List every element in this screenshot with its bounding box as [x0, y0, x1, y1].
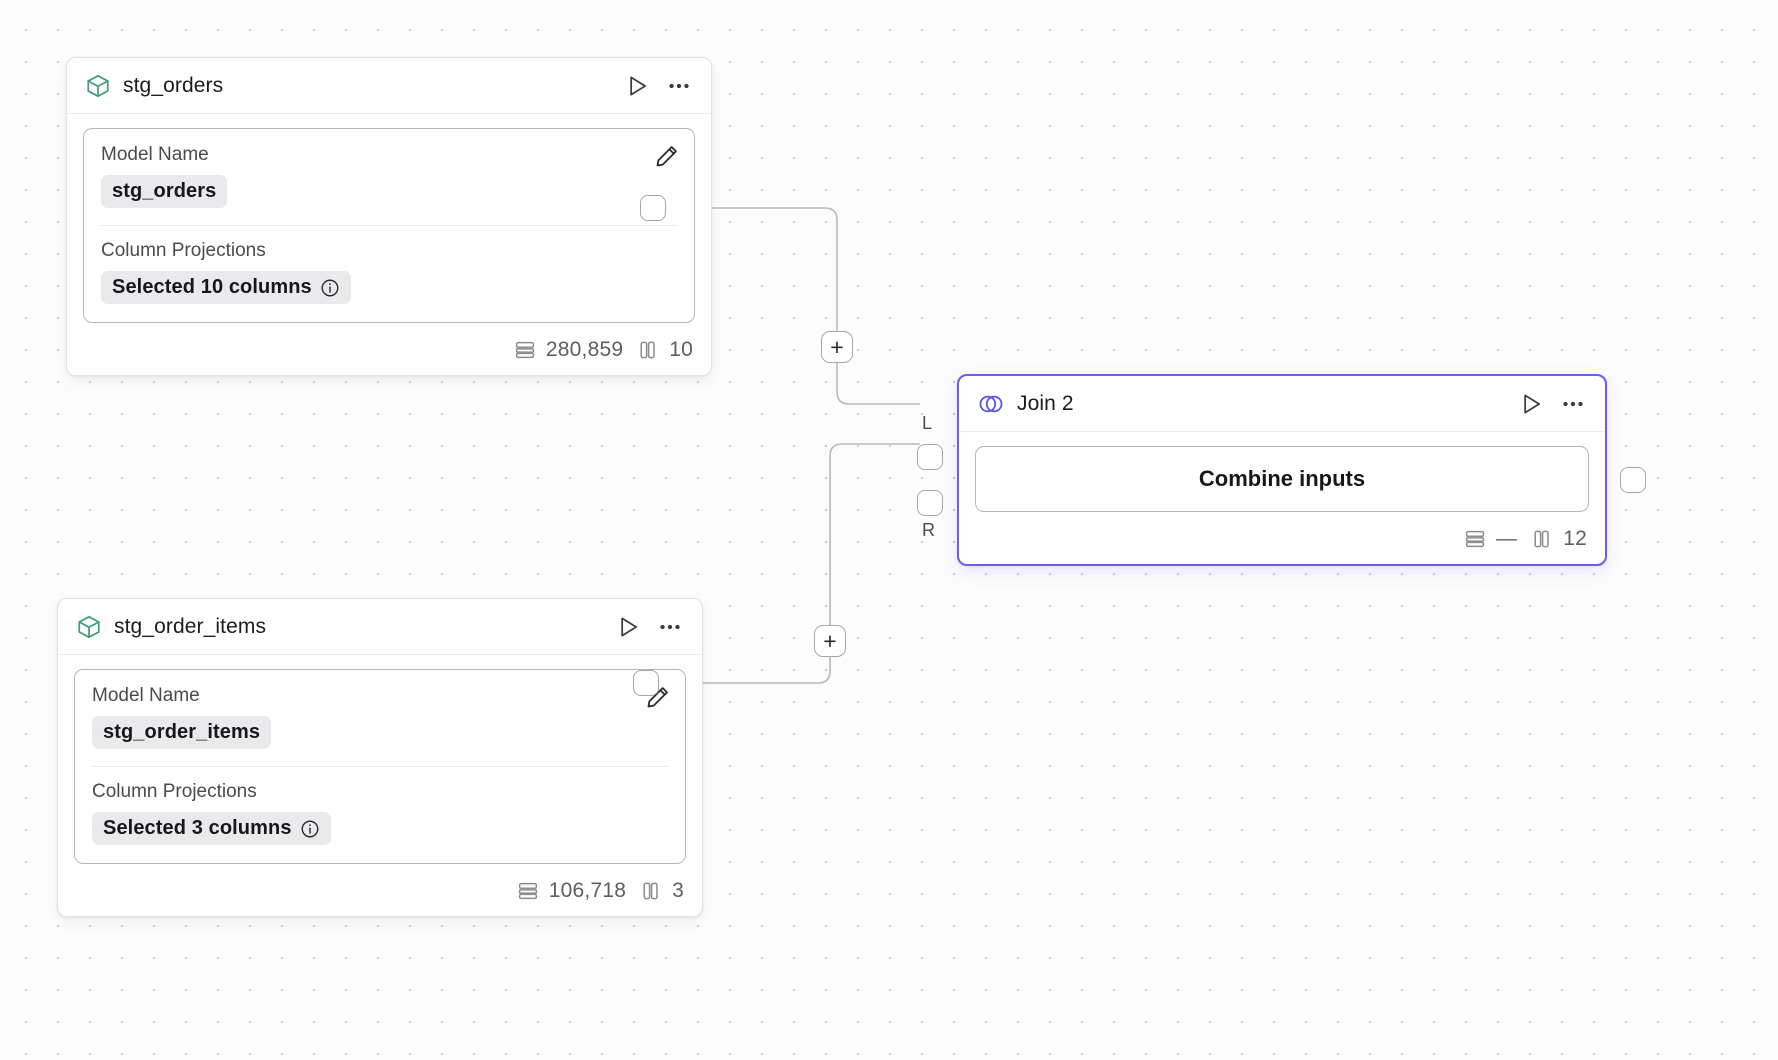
cube-icon — [76, 614, 102, 640]
add-node-on-edge-button-bottom[interactable]: + — [814, 625, 846, 657]
rows-icon — [516, 879, 540, 903]
columns-icon — [636, 338, 660, 362]
more-options-icon[interactable] — [665, 72, 693, 100]
combine-inputs-button[interactable]: Combine inputs — [975, 446, 1589, 512]
model-name-value: stg_order_items — [92, 716, 272, 749]
node-header-actions — [614, 613, 684, 641]
column-projections-value[interactable]: Selected 3 columns — [92, 812, 331, 845]
input-handle-join-left[interactable] — [917, 444, 943, 470]
node-stg-order-items[interactable]: stg_order_items — [57, 598, 703, 917]
node-body: Model Name stg_orders Column Projections… — [67, 114, 711, 327]
node-body: Model Name stg_order_items Column Projec… — [58, 655, 702, 868]
node-footer: 106,718 3 — [58, 868, 702, 916]
row-count-stat: 106,718 — [516, 879, 626, 903]
more-options-icon[interactable] — [1559, 390, 1587, 418]
cube-icon — [85, 73, 111, 99]
input-handle-join-right[interactable] — [917, 490, 943, 516]
column-projections-value[interactable]: Selected 10 columns — [101, 271, 351, 304]
node-footer: — 12 — [959, 516, 1605, 564]
node-header-actions — [1517, 390, 1587, 418]
pencil-icon[interactable] — [644, 684, 671, 711]
node-title: stg_order_items — [114, 614, 267, 638]
column-count-stat: 3 — [639, 879, 684, 903]
model-name-label: Model Name — [92, 685, 200, 706]
node-stg-orders[interactable]: stg_orders — [66, 57, 712, 376]
pencil-icon[interactable] — [653, 143, 680, 170]
column-count-stat: 10 — [636, 338, 693, 362]
column-projections-label: Column Projections — [92, 781, 257, 802]
node-header-actions — [623, 72, 693, 100]
node-footer: 280,859 10 — [67, 327, 711, 375]
model-name-value: stg_orders — [101, 175, 228, 208]
columns-icon — [639, 879, 663, 903]
play-icon[interactable] — [1517, 390, 1545, 418]
model-name-text: stg_orders — [112, 180, 217, 202]
column-projections-text: Selected 10 columns — [112, 276, 312, 298]
venn-join-icon — [977, 390, 1005, 418]
model-name-label: Model Name — [101, 144, 209, 165]
output-handle-stg-order-items[interactable] — [633, 670, 659, 696]
rows-icon — [1463, 527, 1487, 551]
node-title: Join 2 — [1017, 391, 1074, 415]
node-body: Combine inputs — [959, 432, 1605, 516]
info-icon[interactable] — [320, 278, 340, 298]
row-count-value: — — [1496, 527, 1518, 550]
output-handle-join-2[interactable] — [1620, 467, 1646, 493]
row-count-value: 106,718 — [548, 879, 627, 902]
column-count-stat: 12 — [1530, 527, 1587, 551]
column-projections-text: Selected 3 columns — [103, 817, 292, 839]
node-join-2[interactable]: Join 2 Combine inputs — [957, 374, 1607, 566]
row-count-value: 280,859 — [545, 338, 624, 361]
row-count-stat: — — [1463, 527, 1517, 551]
add-node-on-edge-button-top[interactable]: + — [821, 331, 853, 363]
node-title: stg_orders — [123, 73, 224, 97]
model-name-text: stg_order_items — [103, 721, 261, 743]
node-header: stg_orders — [67, 58, 711, 114]
rows-icon — [513, 338, 537, 362]
info-icon[interactable] — [300, 819, 320, 839]
column-projections-label: Column Projections — [101, 240, 266, 261]
more-options-icon[interactable] — [656, 613, 684, 641]
model-config-panel: Model Name stg_orders Column Projections… — [83, 128, 695, 323]
row-count-stat: 280,859 — [513, 338, 623, 362]
output-handle-stg-orders[interactable] — [640, 195, 666, 221]
column-count-value: 10 — [669, 338, 693, 361]
model-config-panel: Model Name stg_order_items Column Projec… — [74, 669, 686, 864]
node-header: stg_order_items — [58, 599, 702, 655]
panel-divider — [101, 225, 677, 226]
column-count-value: 3 — [672, 879, 684, 902]
node-header: Join 2 — [959, 376, 1605, 432]
input-handle-right-label: R — [922, 520, 935, 540]
panel-divider — [92, 766, 668, 767]
play-icon[interactable] — [614, 613, 642, 641]
input-handle-left-label: L — [922, 413, 933, 433]
play-icon[interactable] — [623, 72, 651, 100]
column-count-value: 12 — [1563, 527, 1587, 550]
columns-icon — [1530, 527, 1554, 551]
